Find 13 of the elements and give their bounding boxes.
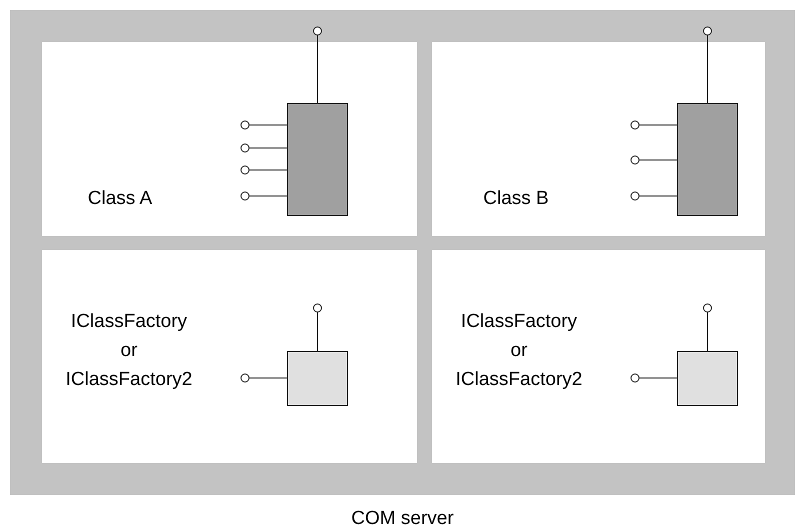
- server-label: COM server: [350, 507, 455, 531]
- class-factory-box: [287, 351, 348, 406]
- class-factory-box: [677, 351, 738, 406]
- class-label: IClassFactory or IClassFactory2: [64, 310, 194, 392]
- factory-panel: [42, 250, 417, 463]
- class-label: Class A: [86, 187, 154, 211]
- class-label: Class B: [482, 187, 550, 211]
- class-object-box: [287, 103, 348, 216]
- class-panel: [432, 42, 765, 236]
- class-object-box: [677, 103, 738, 216]
- class-label: IClassFactory or IClassFactory2: [454, 310, 584, 392]
- factory-panel: [432, 250, 765, 463]
- class-panel: [42, 42, 417, 236]
